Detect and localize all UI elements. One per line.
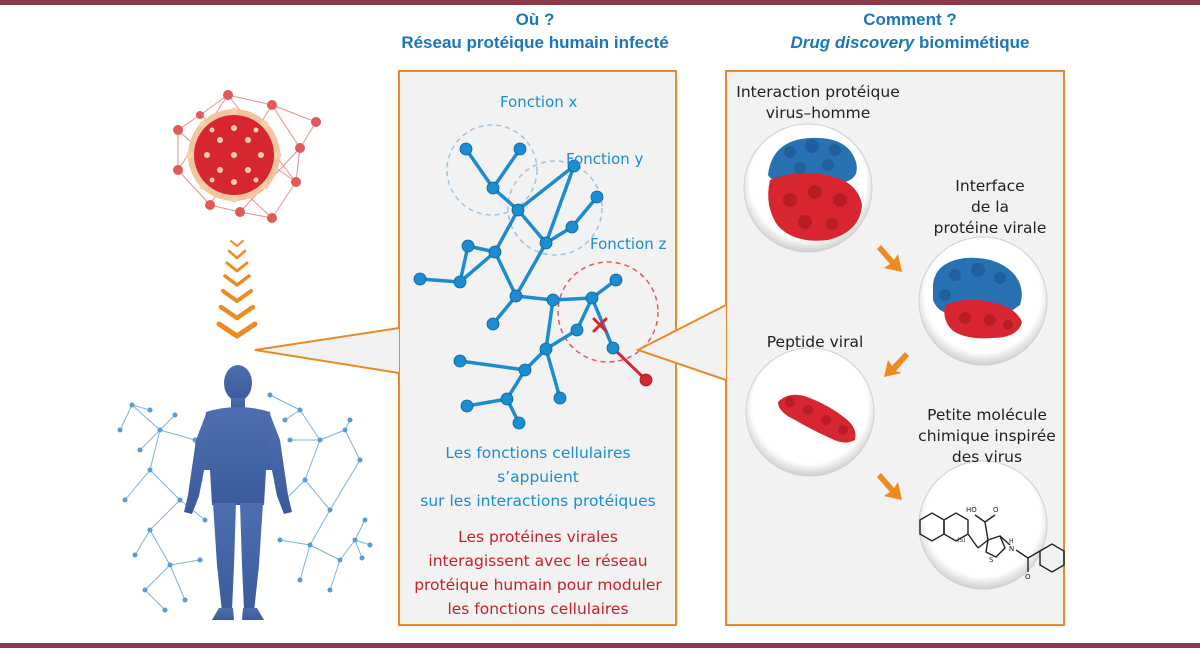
function-y-circle [507,160,603,256]
step1-caption-line: Interaction protéique [736,83,900,101]
bottom-border-bar [0,643,1200,648]
step2-caption: Interface de la protéine virale [925,176,1055,239]
molecule-label-o2: O [1025,573,1031,581]
molecule-label-s-config: (S) [957,537,966,544]
network-text-red-line: interagissent avec le réseau [428,552,648,570]
function-x-label: Fonction x [500,93,578,111]
step3-caption: Peptide viral [745,332,885,353]
molecule-label-o1: O [993,506,999,514]
header-how-rest: biomimétique [914,33,1030,52]
step2-caption-line: Interface [955,177,1025,195]
small-molecule-icon [919,512,1065,573]
viral-peptide-icon [778,394,856,443]
protein-complex-icon [768,137,862,241]
molecule-label-h: H [1009,538,1014,545]
header-where-line2: Réseau protéique humain infecté [401,33,669,52]
step2-caption-line: protéine virale [933,219,1047,237]
step1-caption: Interaction protéique virus–homme [728,82,908,124]
molecule-label-ho: HO [966,506,977,514]
molecule-label-n: N [1009,545,1015,553]
step4-caption-line: chimique inspirée [918,427,1056,445]
network-text-blue-line: Les fonctions cellulaires [445,444,631,462]
step4-caption-line: des virus [951,448,1023,466]
arrow-down-left [884,352,909,377]
viral-interface-icon [933,257,1022,339]
header-where: Où ? Réseau protéique humain infecté [395,8,675,54]
network-text-red-line: Les protéines virales [458,528,618,546]
arrow-down-right-2 [877,473,902,500]
function-y-label: Fonction y [566,150,644,168]
top-border-bar [0,0,1200,5]
step1-caption-line: virus–homme [765,104,871,122]
network-text-red: Les protéines virales interagissent avec… [402,525,674,621]
step3-caption-line: Peptide viral [766,333,864,351]
step4-caption: Petite molécule chimique inspirée des vi… [912,405,1062,468]
network-text-red-line: protéique humain pour moduler [414,576,662,594]
arrow-down-right-1 [877,245,902,272]
step4-caption-line: Petite molécule [927,406,1047,424]
arrows [877,245,909,500]
interaction-cut-icon [592,317,608,333]
sphere-molecule [918,460,1048,590]
header-how: Comment ? Drug discovery biomimétique [760,8,1060,54]
network-panel [398,70,677,626]
network-text-blue: Les fonctions cellulaires s’appuient sur… [408,441,668,513]
network-text-red-line: les fonctions cellulaires [447,600,629,618]
molecule-label-s: S [989,556,994,564]
function-z-label: Fonction z [590,235,667,253]
function-z-circle [557,261,659,363]
header-how-line1: Comment ? [863,10,957,29]
header-how-line2: Drug discovery biomimétique [760,31,1060,54]
network-text-blue-line: sur les interactions protéiques [420,492,656,510]
network-text-blue-line: s’appuient [497,468,579,486]
function-x-circle [446,124,538,216]
step2-caption-line: de la [970,198,1010,216]
header-how-italic: Drug discovery [790,33,915,52]
header-where-line1: Où ? [515,10,555,29]
